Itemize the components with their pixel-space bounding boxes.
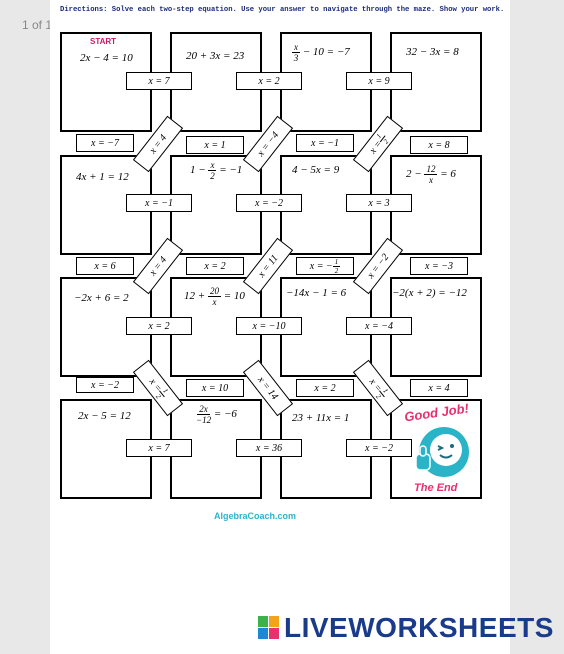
answer-box: x = 3 bbox=[346, 194, 412, 212]
answer-box: x = 2 bbox=[126, 317, 192, 335]
equation: 4x + 1 = 12 bbox=[76, 171, 129, 183]
answer-box: x = −1 bbox=[296, 134, 354, 152]
liveworksheets-brand[interactable]: LIVEWORKSHEETS bbox=[284, 612, 554, 643]
answer-box: x = 6 bbox=[76, 257, 134, 275]
equation: 20 + 3x = 23 bbox=[186, 50, 245, 62]
answer-box: x = 1 bbox=[186, 136, 244, 154]
credit-link[interactable]: AlgebraCoach.com bbox=[214, 511, 297, 521]
answer-box: x = 36 bbox=[236, 439, 302, 457]
equation: 2x − 5 = 12 bbox=[78, 410, 131, 422]
start-label: START bbox=[90, 37, 117, 46]
answer-box: x = −2 bbox=[346, 439, 412, 457]
answer-box: x = 9 bbox=[346, 72, 412, 90]
answer-box: x = −2 bbox=[76, 377, 134, 393]
winking-face-thumbs-up-icon bbox=[415, 427, 469, 477]
answer-box: x = −2 bbox=[236, 194, 302, 212]
answer-box: x = −4 bbox=[346, 317, 412, 335]
answer-box: x = −10 bbox=[236, 317, 302, 335]
answer-box: x = 8 bbox=[410, 136, 468, 154]
the-end-label: The End bbox=[414, 482, 458, 494]
answer-box: x = 7 bbox=[126, 439, 192, 457]
directions-text: Directions: Solve each two-step equation… bbox=[60, 6, 505, 14]
equation: −14x − 1 = 6 bbox=[286, 287, 347, 299]
answer-box: x = 4 bbox=[410, 379, 468, 397]
page-counter: 1 of 1 bbox=[22, 18, 53, 32]
answer-box: x = −7 bbox=[76, 134, 134, 152]
answer-box: x = 2 bbox=[236, 72, 302, 90]
equation: 32 − 3x = 8 bbox=[406, 46, 459, 58]
liveworksheets-logo-icon bbox=[258, 616, 279, 639]
equation: 2x − 4 = 10 bbox=[80, 52, 133, 64]
answer-box: x = 10 bbox=[186, 379, 244, 397]
equation: 4 − 5x = 9 bbox=[292, 164, 340, 176]
answer-box: x = 7 bbox=[126, 72, 192, 90]
answer-box: x = −1 bbox=[126, 194, 192, 212]
equation: 23 + 11x = 1 bbox=[292, 412, 350, 424]
answer-box: x = 2 bbox=[186, 257, 244, 275]
equation: −2(x + 2) = −12 bbox=[392, 287, 467, 299]
equation: −2x + 6 = 2 bbox=[74, 292, 129, 304]
equation: 2x−12 = −6 bbox=[196, 404, 237, 425]
answer-box: x = −3 bbox=[410, 257, 468, 275]
answer-box: x = 2 bbox=[296, 379, 354, 397]
